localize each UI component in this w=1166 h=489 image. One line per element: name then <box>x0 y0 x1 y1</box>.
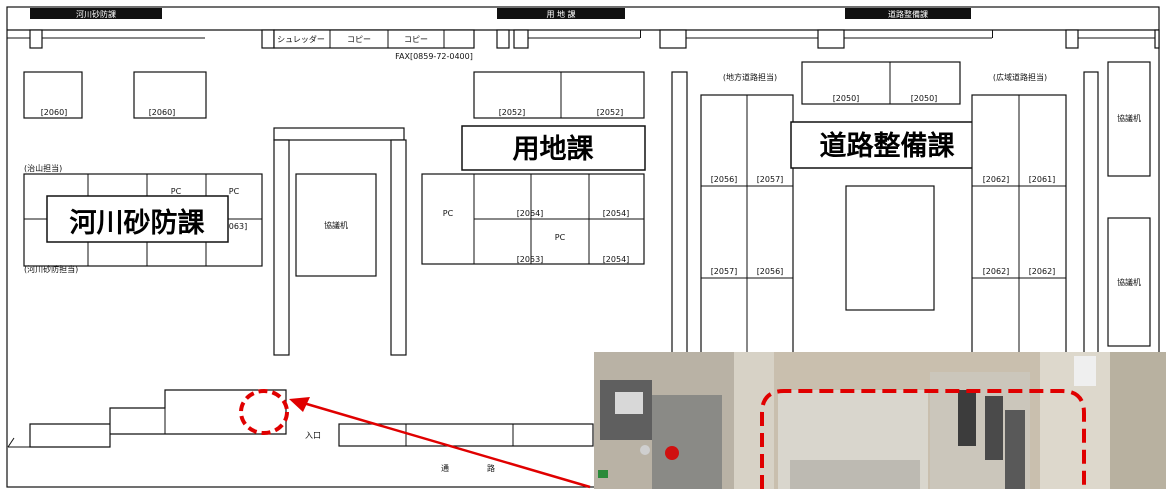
photo-slots <box>985 396 1003 460</box>
copier-label: コピー <box>404 35 428 44</box>
corridor-label: 路 <box>487 463 495 473</box>
pillar <box>261 29 275 49</box>
section-label-box-kasen <box>46 195 229 243</box>
locker-cabinets <box>29 389 287 448</box>
meeting-table <box>1107 61 1151 177</box>
note-koiki-doro: (広域道路担当) <box>993 72 1047 82</box>
note-chiho-doro: (地方道路担当) <box>723 72 777 82</box>
photo-inset <box>594 352 1166 489</box>
room-number: [2057] <box>711 267 738 276</box>
arrow-head-icon <box>289 397 310 412</box>
room-number: [2050] <box>833 94 860 103</box>
photo-button <box>665 446 679 460</box>
section-label-yochi: 用地課 <box>513 133 595 165</box>
photo-slots <box>1005 410 1025 489</box>
room-number: [2056] <box>711 175 738 184</box>
header-bar-yochi <box>497 8 625 19</box>
room-number: [2052] <box>597 108 624 117</box>
photo-button <box>640 445 650 455</box>
highlight-circle <box>239 389 289 435</box>
highlight-rect <box>760 389 1086 489</box>
section-label-box-yochi <box>461 125 646 171</box>
pc-label: PC <box>171 187 182 196</box>
pillar <box>496 29 510 49</box>
plan-frame <box>6 6 1160 488</box>
room-number: [2061] <box>1029 175 1056 184</box>
partition <box>671 71 688 356</box>
pillar <box>29 29 43 49</box>
fax-number: FAX[0859-72-0400] <box>395 52 473 61</box>
copier-label: コピー <box>347 35 371 44</box>
desk-2052 <box>473 71 645 119</box>
meeting-table <box>295 173 377 277</box>
wall-segment <box>7 437 15 448</box>
photo-device <box>652 395 722 489</box>
room-number: [2053] <box>517 255 544 264</box>
header-bar-doro <box>845 8 971 19</box>
section-label-doro: 道路整備課 <box>820 130 956 162</box>
partition <box>273 139 290 356</box>
room-number: [2052] <box>499 108 526 117</box>
meeting-table-label: 協議机 <box>1117 113 1141 123</box>
equipment-row <box>273 29 475 49</box>
pc-label: PC <box>443 209 454 218</box>
partition <box>273 127 405 141</box>
desk-2060 <box>133 71 207 119</box>
room-number: [2060] <box>41 108 68 117</box>
partition <box>1083 71 1099 356</box>
room-number: [2050] <box>911 94 938 103</box>
desk-2060 <box>23 71 83 119</box>
entrance-label: 入口 <box>305 431 321 440</box>
photo-slots <box>958 390 976 446</box>
photo-panel <box>615 392 643 414</box>
room-number: [2056] <box>757 267 784 276</box>
photo-shelf <box>1110 352 1166 489</box>
shredder-label: シュレッダー <box>277 34 325 44</box>
room-number: [2060] <box>149 108 176 117</box>
photo-notice <box>1074 356 1096 386</box>
pillar <box>513 29 529 49</box>
room-number: [2057] <box>757 175 784 184</box>
room-number: [2062] <box>983 175 1010 184</box>
room-number: [2054] <box>603 255 630 264</box>
photo-column <box>734 352 774 489</box>
wall-stub <box>640 30 641 38</box>
note-chisan: (治山担当) <box>24 163 62 173</box>
room-number: [2062] <box>983 267 1010 276</box>
meeting-table-label: 協議机 <box>324 220 348 230</box>
room-number: [2054] <box>603 209 630 218</box>
pillar <box>659 29 687 49</box>
desk-2050 <box>801 61 961 105</box>
header-bar-kasen <box>30 8 162 19</box>
pillar <box>1154 29 1160 49</box>
pc-label: PC <box>555 233 566 242</box>
photo-drawers <box>790 460 920 489</box>
room-number: [2062] <box>1029 267 1056 276</box>
section-label-kasen: 河川砂防課 <box>70 207 206 239</box>
pointer-arrow <box>299 400 591 489</box>
corridor-cabinets <box>338 423 594 447</box>
meeting-table-label: 協議机 <box>1117 277 1141 287</box>
wall-stub <box>992 30 993 38</box>
meeting-table <box>1107 217 1151 347</box>
pc-label: PC <box>229 187 240 196</box>
photo-indicator <box>598 470 608 478</box>
room-number: 063] <box>229 222 247 231</box>
partition <box>390 139 407 356</box>
meeting-table <box>845 185 935 311</box>
corridor-label: 通 <box>441 463 449 473</box>
header-kasen: 河川砂防課 <box>76 9 116 19</box>
header-doro: 道路整備課 <box>888 9 928 19</box>
pillar <box>817 29 845 49</box>
section-label-box-doro <box>790 121 984 169</box>
room-number: [2064] <box>517 209 544 218</box>
note-kasen-sabo: (河川砂防担当) <box>24 264 78 274</box>
header-yochi: 用 地 課 <box>546 9 575 19</box>
pillar <box>1065 29 1079 49</box>
